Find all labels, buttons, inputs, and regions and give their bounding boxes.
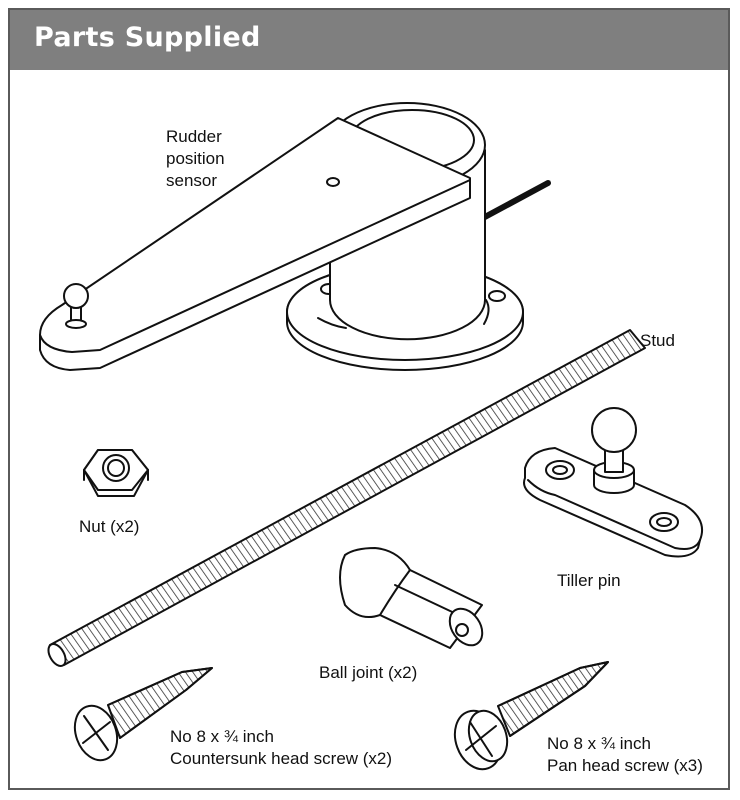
countersunk-screw-label: No 8 x ¾ inch Countersunk head screw (x2… xyxy=(170,726,392,770)
countersunk-screw-label-line2: Countersunk head screw (x2) xyxy=(170,749,393,768)
header-bar: Parts Supplied xyxy=(10,10,728,70)
countersunk-screw-label-line1: No 8 x ¾ inch xyxy=(170,727,274,746)
pan-screw-label-line1: No 8 x ¾ inch xyxy=(547,734,651,753)
ball-joint-label: Ball joint (x2) xyxy=(319,663,418,682)
stud-label: Stud xyxy=(640,331,675,350)
rudder-sensor-label-line2: position xyxy=(166,149,225,168)
tiller-pin-label: Tiller pin xyxy=(557,571,621,590)
stud-image xyxy=(47,329,646,667)
pan-screw-image xyxy=(453,661,609,771)
nut-image xyxy=(83,449,149,497)
ball-joint-image xyxy=(339,547,484,649)
pan-screw-label: No 8 x ¾ inch Pan head screw (x3) xyxy=(547,733,703,777)
rudder-sensor-image xyxy=(39,102,551,371)
tiller-pin-image xyxy=(523,407,704,558)
rudder-sensor-label: Rudder position sensor xyxy=(166,126,225,192)
countersunk-screw-image xyxy=(73,667,213,762)
rudder-sensor-label-line3: sensor xyxy=(166,171,218,190)
nut-label: Nut (x2) xyxy=(79,517,140,536)
rudder-sensor-label-line1: Rudder xyxy=(166,127,222,146)
pan-screw-label-line2: Pan head screw (x3) xyxy=(547,756,703,775)
page-title: Parts Supplied xyxy=(34,22,261,53)
